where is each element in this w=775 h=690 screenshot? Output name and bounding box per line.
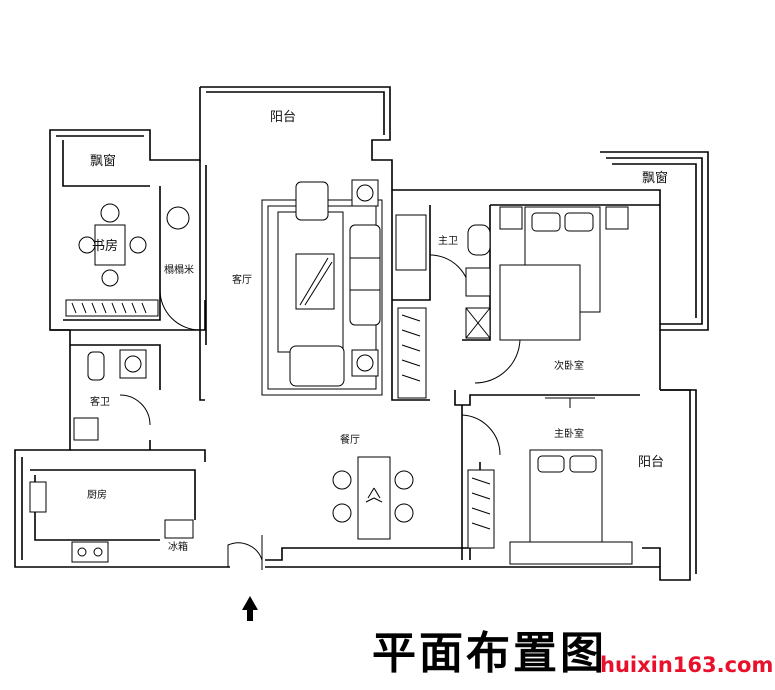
watermark: huixin163.com <box>600 653 773 677</box>
label-study: 书房 <box>92 238 118 254</box>
master-bedroom-furniture <box>467 449 633 565</box>
label-bay-window-left: 飘窗 <box>90 153 116 169</box>
label-fridge: 冰箱 <box>168 540 188 553</box>
label-balcony-top: 阳台 <box>270 110 296 125</box>
label-balcony-right: 阳台 <box>638 455 664 470</box>
walls <box>14 86 709 581</box>
room-labels: 阳台 飘窗 飘窗 书房 榻榻米 客厅 主卫 次卧室 客卫 餐厅 主卧室 阳台 厨… <box>87 110 668 553</box>
entrance-arrow-icon <box>242 596 258 621</box>
label-master-bath: 主卫 <box>438 235 458 247</box>
label-cabinet: 榻榻米 <box>164 263 194 276</box>
page-title: 平面布置图 <box>372 628 607 679</box>
living-room-furniture <box>261 179 383 396</box>
label-living-room: 客厅 <box>232 273 252 286</box>
label-master-bedroom: 主卧室 <box>554 427 584 440</box>
label-second-bedroom: 次卧室 <box>554 359 584 372</box>
label-bay-window-right: 飘窗 <box>642 170 668 186</box>
label-dining-room: 餐厅 <box>340 433 360 446</box>
label-kitchen: 厨房 <box>87 488 107 501</box>
fixtures <box>29 349 194 563</box>
study-furniture <box>65 203 190 317</box>
bedroom-furniture <box>395 206 629 408</box>
dining-furniture <box>332 456 414 540</box>
label-guest-bath: 客卫 <box>90 395 110 408</box>
